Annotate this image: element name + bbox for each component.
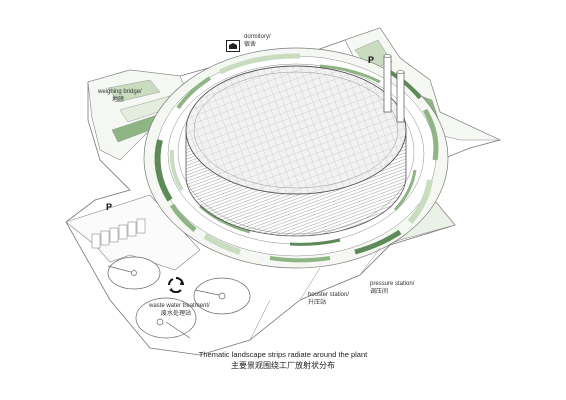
caption-chinese: 主要景观围绕工厂放射状分布 <box>231 361 335 370</box>
parking-label-northeast: P <box>368 55 375 65</box>
plant-roof-rim <box>193 71 399 189</box>
site-roads <box>249 247 381 341</box>
recycle-icon <box>168 277 184 294</box>
chimneys <box>383 54 405 123</box>
dormitory-label: dormitory/ 宿舍 <box>244 34 271 48</box>
weighing-bridge-label: weighing bridge/ 地磅 <box>98 89 142 103</box>
booster-station-label: booster station/ 升压站 <box>308 292 350 306</box>
northwest-strip-1 <box>107 79 161 103</box>
parking-label-southwest: P <box>106 202 113 212</box>
plant-roof <box>185 65 407 195</box>
caption-english: Thematic landscape strips radiate around… <box>198 350 368 359</box>
dormitory-icon <box>226 37 240 52</box>
waste-water-treatment-label: waste water treatment/ 废水处理站 <box>149 303 210 317</box>
pressure-station-label: pressure station/ 调压间 <box>370 281 415 295</box>
parking-lot <box>91 218 146 249</box>
treatment-tanks <box>107 256 251 339</box>
